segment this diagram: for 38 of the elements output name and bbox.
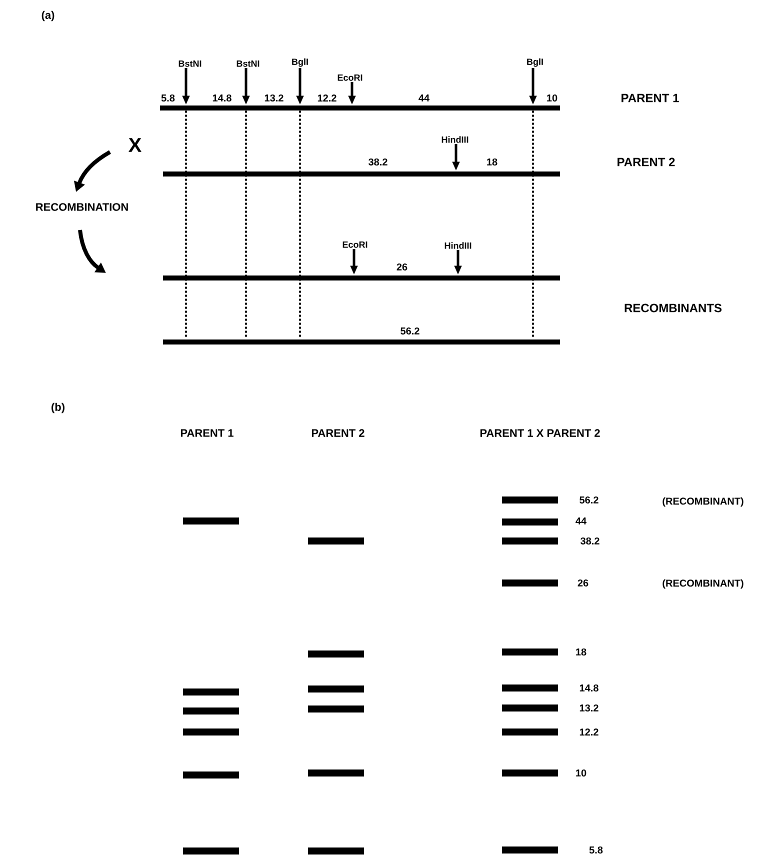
label: PARENT 2 xyxy=(618,158,675,166)
alignment-line xyxy=(185,110,187,339)
label: X xyxy=(128,138,142,152)
enzyme-label: EcoRI xyxy=(342,242,368,248)
fragment-size: (RECOMBINANT) xyxy=(662,497,744,507)
enzyme-label: HindIII xyxy=(444,242,472,249)
dna-strand xyxy=(160,106,560,110)
fragment-size: 44 xyxy=(576,518,586,524)
fragment-size: 56.2 xyxy=(580,496,598,504)
enzyme-label: EcoRI xyxy=(338,74,362,81)
label: PARENT 2 xyxy=(312,429,364,437)
label: RECOMBINATION xyxy=(36,203,128,211)
label: PARENT 1 xyxy=(180,429,234,437)
fragment-size: 26 xyxy=(578,579,588,587)
fragment-size: 14.8 xyxy=(580,684,598,692)
fragment-size: 18 xyxy=(576,648,586,656)
alignment-line xyxy=(532,110,534,339)
fragment-size: 38.2 xyxy=(580,537,600,545)
enzyme-label: BstNI xyxy=(236,60,260,67)
fragment-size: 13.2 xyxy=(580,704,598,712)
fragment-size: 12.2 xyxy=(580,728,598,736)
dna-strand xyxy=(163,340,560,344)
fragment-size: (RECOMBINANT) xyxy=(662,579,744,589)
dna-strand xyxy=(163,172,560,176)
alignment-line xyxy=(245,110,247,339)
panel-label: (a) xyxy=(42,10,54,22)
dna-strand xyxy=(163,276,560,280)
enzyme-label: BglI xyxy=(527,58,543,67)
enzyme-label: BstNI xyxy=(178,60,202,67)
fragment-size: 10 xyxy=(576,769,586,777)
label: PARENT 1 xyxy=(622,94,679,102)
label: (b) xyxy=(52,402,64,414)
fragment-size: 5.8 xyxy=(589,846,603,854)
label: PARENT 1 X PARENT 2 xyxy=(480,429,600,437)
enzyme-label: BglI xyxy=(292,58,308,67)
panel-label: RECOMBINANTS xyxy=(624,304,722,312)
enzyme-label: HindIII xyxy=(442,136,468,143)
alignment-line xyxy=(299,110,301,339)
